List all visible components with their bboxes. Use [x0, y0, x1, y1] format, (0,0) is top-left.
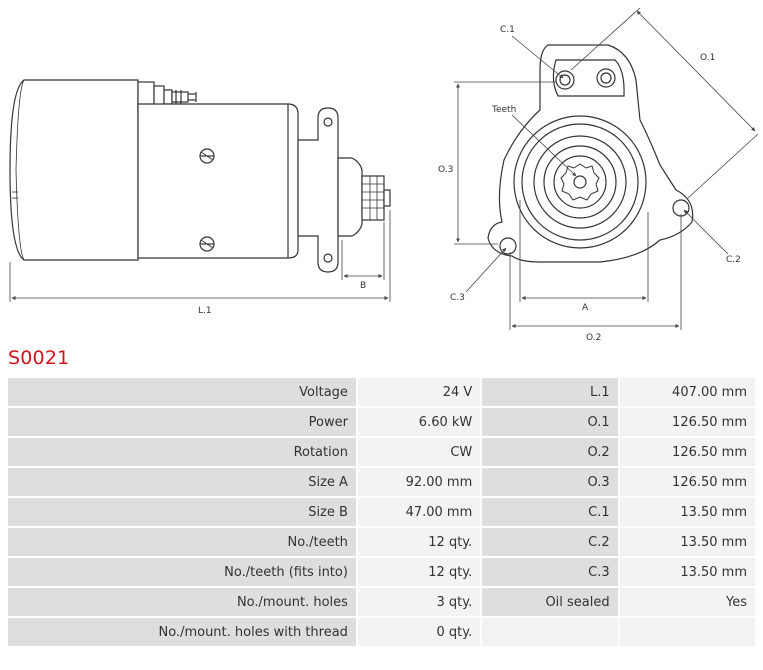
table-row: Size B 47.00 mm C.1 13.50 mm	[8, 498, 755, 526]
spec-label: Voltage	[8, 378, 356, 406]
starter-motor-diagram: L.1 B	[9, 7, 759, 343]
spec-value: 12 qty.	[357, 558, 481, 586]
spec-value: 47.00 mm	[357, 498, 481, 526]
spec-table: Voltage 24 V L.1 407.00 mm Power 6.60 kW…	[6, 376, 757, 648]
spec-label: Rotation	[8, 438, 356, 466]
spec-label: L.1	[482, 378, 618, 406]
spec-value: 407.00 mm	[619, 378, 755, 406]
b-label: B	[360, 281, 366, 291]
o3-label: O.3	[438, 165, 453, 175]
product-code: S0021	[8, 347, 70, 369]
spec-label: No./teeth	[8, 528, 356, 556]
table-row: No./mount. holes 3 qty. Oil sealed Yes	[8, 588, 755, 616]
o1-label: O.1	[700, 53, 715, 63]
table-row: No./teeth 12 qty. C.2 13.50 mm	[8, 528, 755, 556]
spec-value: 92.00 mm	[357, 468, 481, 496]
spec-label: C.1	[482, 498, 618, 526]
o2-label: O.2	[586, 333, 601, 343]
spec-value: 13.50 mm	[619, 498, 755, 526]
spec-value: 13.50 mm	[619, 528, 755, 556]
spec-label: No./mount. holes	[8, 588, 356, 616]
spec-value: 24 V	[357, 378, 481, 406]
l1-label: L.1	[198, 306, 212, 316]
spec-label: Power	[8, 408, 356, 436]
spec-value: Yes	[619, 588, 755, 616]
table-row: Voltage 24 V L.1 407.00 mm	[8, 378, 755, 406]
spec-label: O.1	[482, 408, 618, 436]
spec-label: Oil sealed	[482, 588, 618, 616]
table-row: No./mount. holes with thread 0 qty.	[8, 618, 755, 646]
spec-value: 13.50 mm	[619, 558, 755, 586]
table-row: No./teeth (fits into) 12 qty. C.3 13.50 …	[8, 558, 755, 586]
spec-value: 126.50 mm	[619, 438, 755, 466]
table-row: Size A 92.00 mm O.3 126.50 mm	[8, 468, 755, 496]
spec-value: 126.50 mm	[619, 468, 755, 496]
side-view	[9, 79, 391, 273]
spec-label: Size A	[8, 468, 356, 496]
spec-label: No./teeth (fits into)	[8, 558, 356, 586]
spec-value: 6.60 kW	[357, 408, 481, 436]
spec-label: O.3	[482, 468, 618, 496]
spec-label: C.2	[482, 528, 618, 556]
table-row: Rotation CW O.2 126.50 mm	[8, 438, 755, 466]
spec-value: CW	[357, 438, 481, 466]
spec-value: 0 qty.	[357, 618, 481, 646]
a-label: A	[582, 303, 589, 313]
c3-label: C.3	[450, 293, 465, 303]
front-dimensions	[454, 7, 759, 330]
teeth-label: Teeth	[491, 105, 516, 115]
spec-label: No./mount. holes with thread	[8, 618, 356, 646]
front-view	[487, 44, 694, 263]
spec-value: 12 qty.	[357, 528, 481, 556]
empty-cell	[482, 618, 618, 646]
spec-label: Size B	[8, 498, 356, 526]
table-row: Power 6.60 kW O.1 126.50 mm	[8, 408, 755, 436]
empty-cell	[619, 618, 755, 646]
spec-value: 3 qty.	[357, 588, 481, 616]
spec-label: O.2	[482, 438, 618, 466]
c1-label: C.1	[500, 25, 515, 35]
c2-label: C.2	[726, 255, 741, 265]
spec-value: 126.50 mm	[619, 408, 755, 436]
spec-label: C.3	[482, 558, 618, 586]
side-dimensions	[9, 210, 391, 302]
